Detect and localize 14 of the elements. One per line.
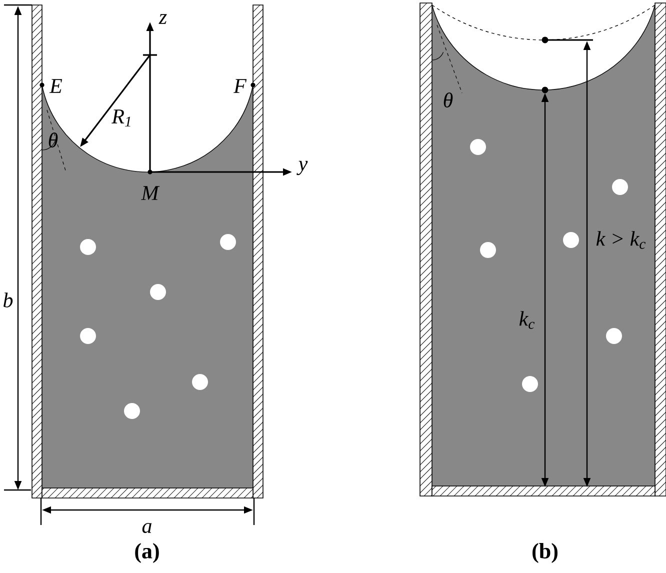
angle-label: θ [444, 92, 453, 108]
point-label: F [233, 79, 247, 93]
dimension-label: a [142, 522, 152, 534]
axis-label: y [296, 160, 308, 176]
dimension-label: k > k$_{c}$ [596, 231, 646, 249]
point-label: M [141, 186, 160, 200]
panel-label: (a) [135, 543, 159, 563]
radius-label: R$_{1}$ [112, 110, 130, 126]
dimension-label: b [4, 292, 13, 308]
axis-label: z [158, 14, 167, 24]
point-label: E [49, 79, 62, 93]
dimension-label: k$_{c}$ [519, 311, 535, 329]
panel-label: (b) [532, 543, 558, 563]
angle-label: θ [48, 132, 58, 148]
